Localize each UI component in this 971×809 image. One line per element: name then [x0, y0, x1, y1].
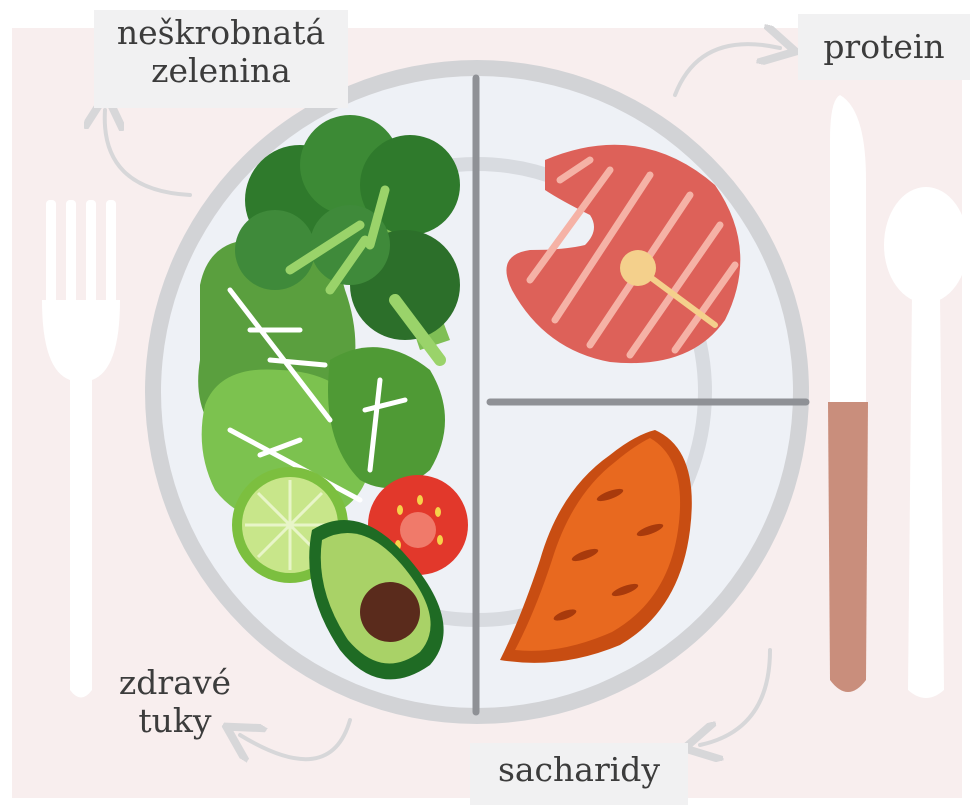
label-line: zelenina — [94, 52, 348, 90]
label-healthy-fats: zdravé tuky — [108, 664, 242, 760]
knife-icon — [828, 95, 868, 692]
label-line: neškrobnatá — [94, 14, 348, 52]
label-line: tuky — [108, 702, 242, 740]
label-protein: protein — [798, 14, 970, 80]
label-non-starchy-vegetables: neškrobnatá zelenina — [94, 10, 348, 108]
label-line: zdravé — [108, 664, 242, 702]
label-carbohydrates: sacharidy — [470, 743, 688, 805]
fork-icon — [42, 200, 120, 698]
label-line: protein — [798, 28, 970, 66]
label-line: sacharidy — [470, 751, 688, 789]
spoon-icon — [884, 187, 968, 698]
